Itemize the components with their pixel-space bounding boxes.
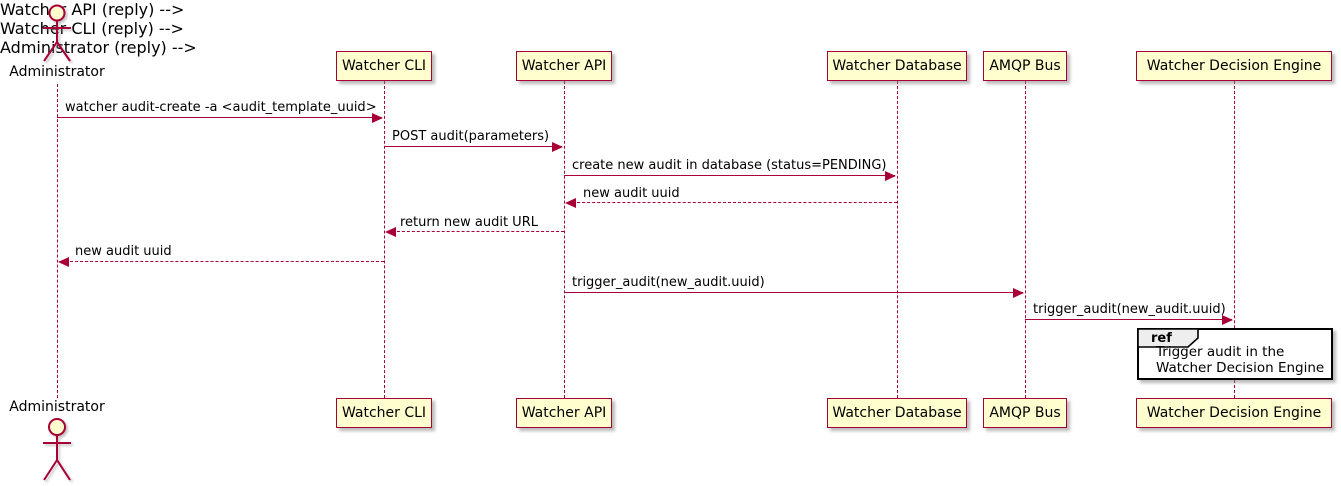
participant-header-watcher-decision-engine: Watcher Decision Engine (1136, 51, 1332, 81)
participant-header-watcher-cli: Watcher CLI (336, 51, 432, 81)
lifeline-watcher-api (564, 81, 565, 398)
participant-label: Watcher CLI (341, 58, 427, 74)
participant-footer-watcher-decision-engine: Watcher Decision Engine (1136, 398, 1332, 428)
participant-label: AMQP Bus (989, 405, 1061, 421)
participant-label: Watcher API (521, 405, 607, 421)
message-label: trigger_audit(new_audit.uuid) (1033, 302, 1226, 317)
message-label: create new audit in database (status=PEN… (572, 158, 887, 173)
message-label: trigger_audit(new_audit.uuid) (572, 275, 765, 290)
arrowhead-icon (885, 171, 896, 181)
message-line (60, 261, 384, 262)
participant-label: Watcher Database (832, 405, 962, 421)
participant-label: Watcher API (521, 58, 607, 74)
participant-header-watcher-database: Watcher Database (827, 51, 967, 81)
lifeline-amqp-bus (1025, 81, 1026, 398)
ref-text-line-1: Trigger audit in the (1156, 344, 1285, 360)
participant-footer-watcher-cli: Watcher CLI (336, 398, 432, 428)
lifeline-watcher-cli (384, 81, 385, 398)
message-label: new audit uuid (583, 186, 680, 201)
message-label: POST audit(parameters) (392, 129, 550, 144)
ref-keyword: ref (1151, 331, 1172, 346)
message-line (567, 202, 897, 203)
message-line (564, 175, 895, 176)
arrowhead-icon (372, 113, 383, 123)
arrowhead-icon (58, 257, 69, 267)
message-label: return new audit URL (400, 215, 538, 230)
ref-text: Trigger audit in the Watcher Decision En… (1156, 344, 1324, 376)
message-label: new audit uuid (75, 244, 172, 259)
actor-name-bottom: Administrator (9, 399, 105, 415)
arrowhead-icon (565, 198, 576, 208)
actor-name-top: Administrator (9, 64, 105, 80)
message-line (1025, 319, 1232, 320)
arrowhead-icon (385, 227, 396, 237)
participant-header-amqp-bus: AMQP Bus (983, 51, 1067, 81)
participant-footer-amqp-bus: AMQP Bus (983, 398, 1067, 428)
actor-icon (43, 418, 71, 481)
actor-icon (43, 4, 71, 62)
message-line (564, 292, 1023, 293)
message-line (384, 146, 562, 147)
arrowhead-icon (1013, 288, 1024, 298)
message-label: watcher audit-create -a <audit_template_… (65, 100, 377, 115)
participant-footer-watcher-api: Watcher API (516, 398, 612, 428)
participant-footer-watcher-database: Watcher Database (827, 398, 967, 428)
participant-label: Watcher Decision Engine (1146, 58, 1322, 74)
participant-label: Watcher Database (832, 58, 962, 74)
lifeline-administrator (57, 84, 58, 398)
arrowhead-icon (1222, 315, 1233, 325)
ref-fragment: ref Trigger audit in the Watcher Decisio… (1137, 328, 1333, 380)
participant-label: Watcher CLI (341, 405, 427, 421)
participant-label: AMQP Bus (989, 58, 1061, 74)
ref-text-line-2: Watcher Decision Engine (1156, 360, 1325, 376)
message-line (387, 231, 564, 232)
participant-label: Watcher Decision Engine (1146, 405, 1322, 421)
arrowhead-icon (552, 142, 563, 152)
lifeline-watcher-database (897, 81, 898, 398)
participant-header-watcher-api: Watcher API (516, 51, 612, 81)
message-line (57, 117, 382, 118)
ref-tab-icon (1137, 328, 1199, 348)
lifeline-watcher-decision-engine (1234, 81, 1235, 398)
